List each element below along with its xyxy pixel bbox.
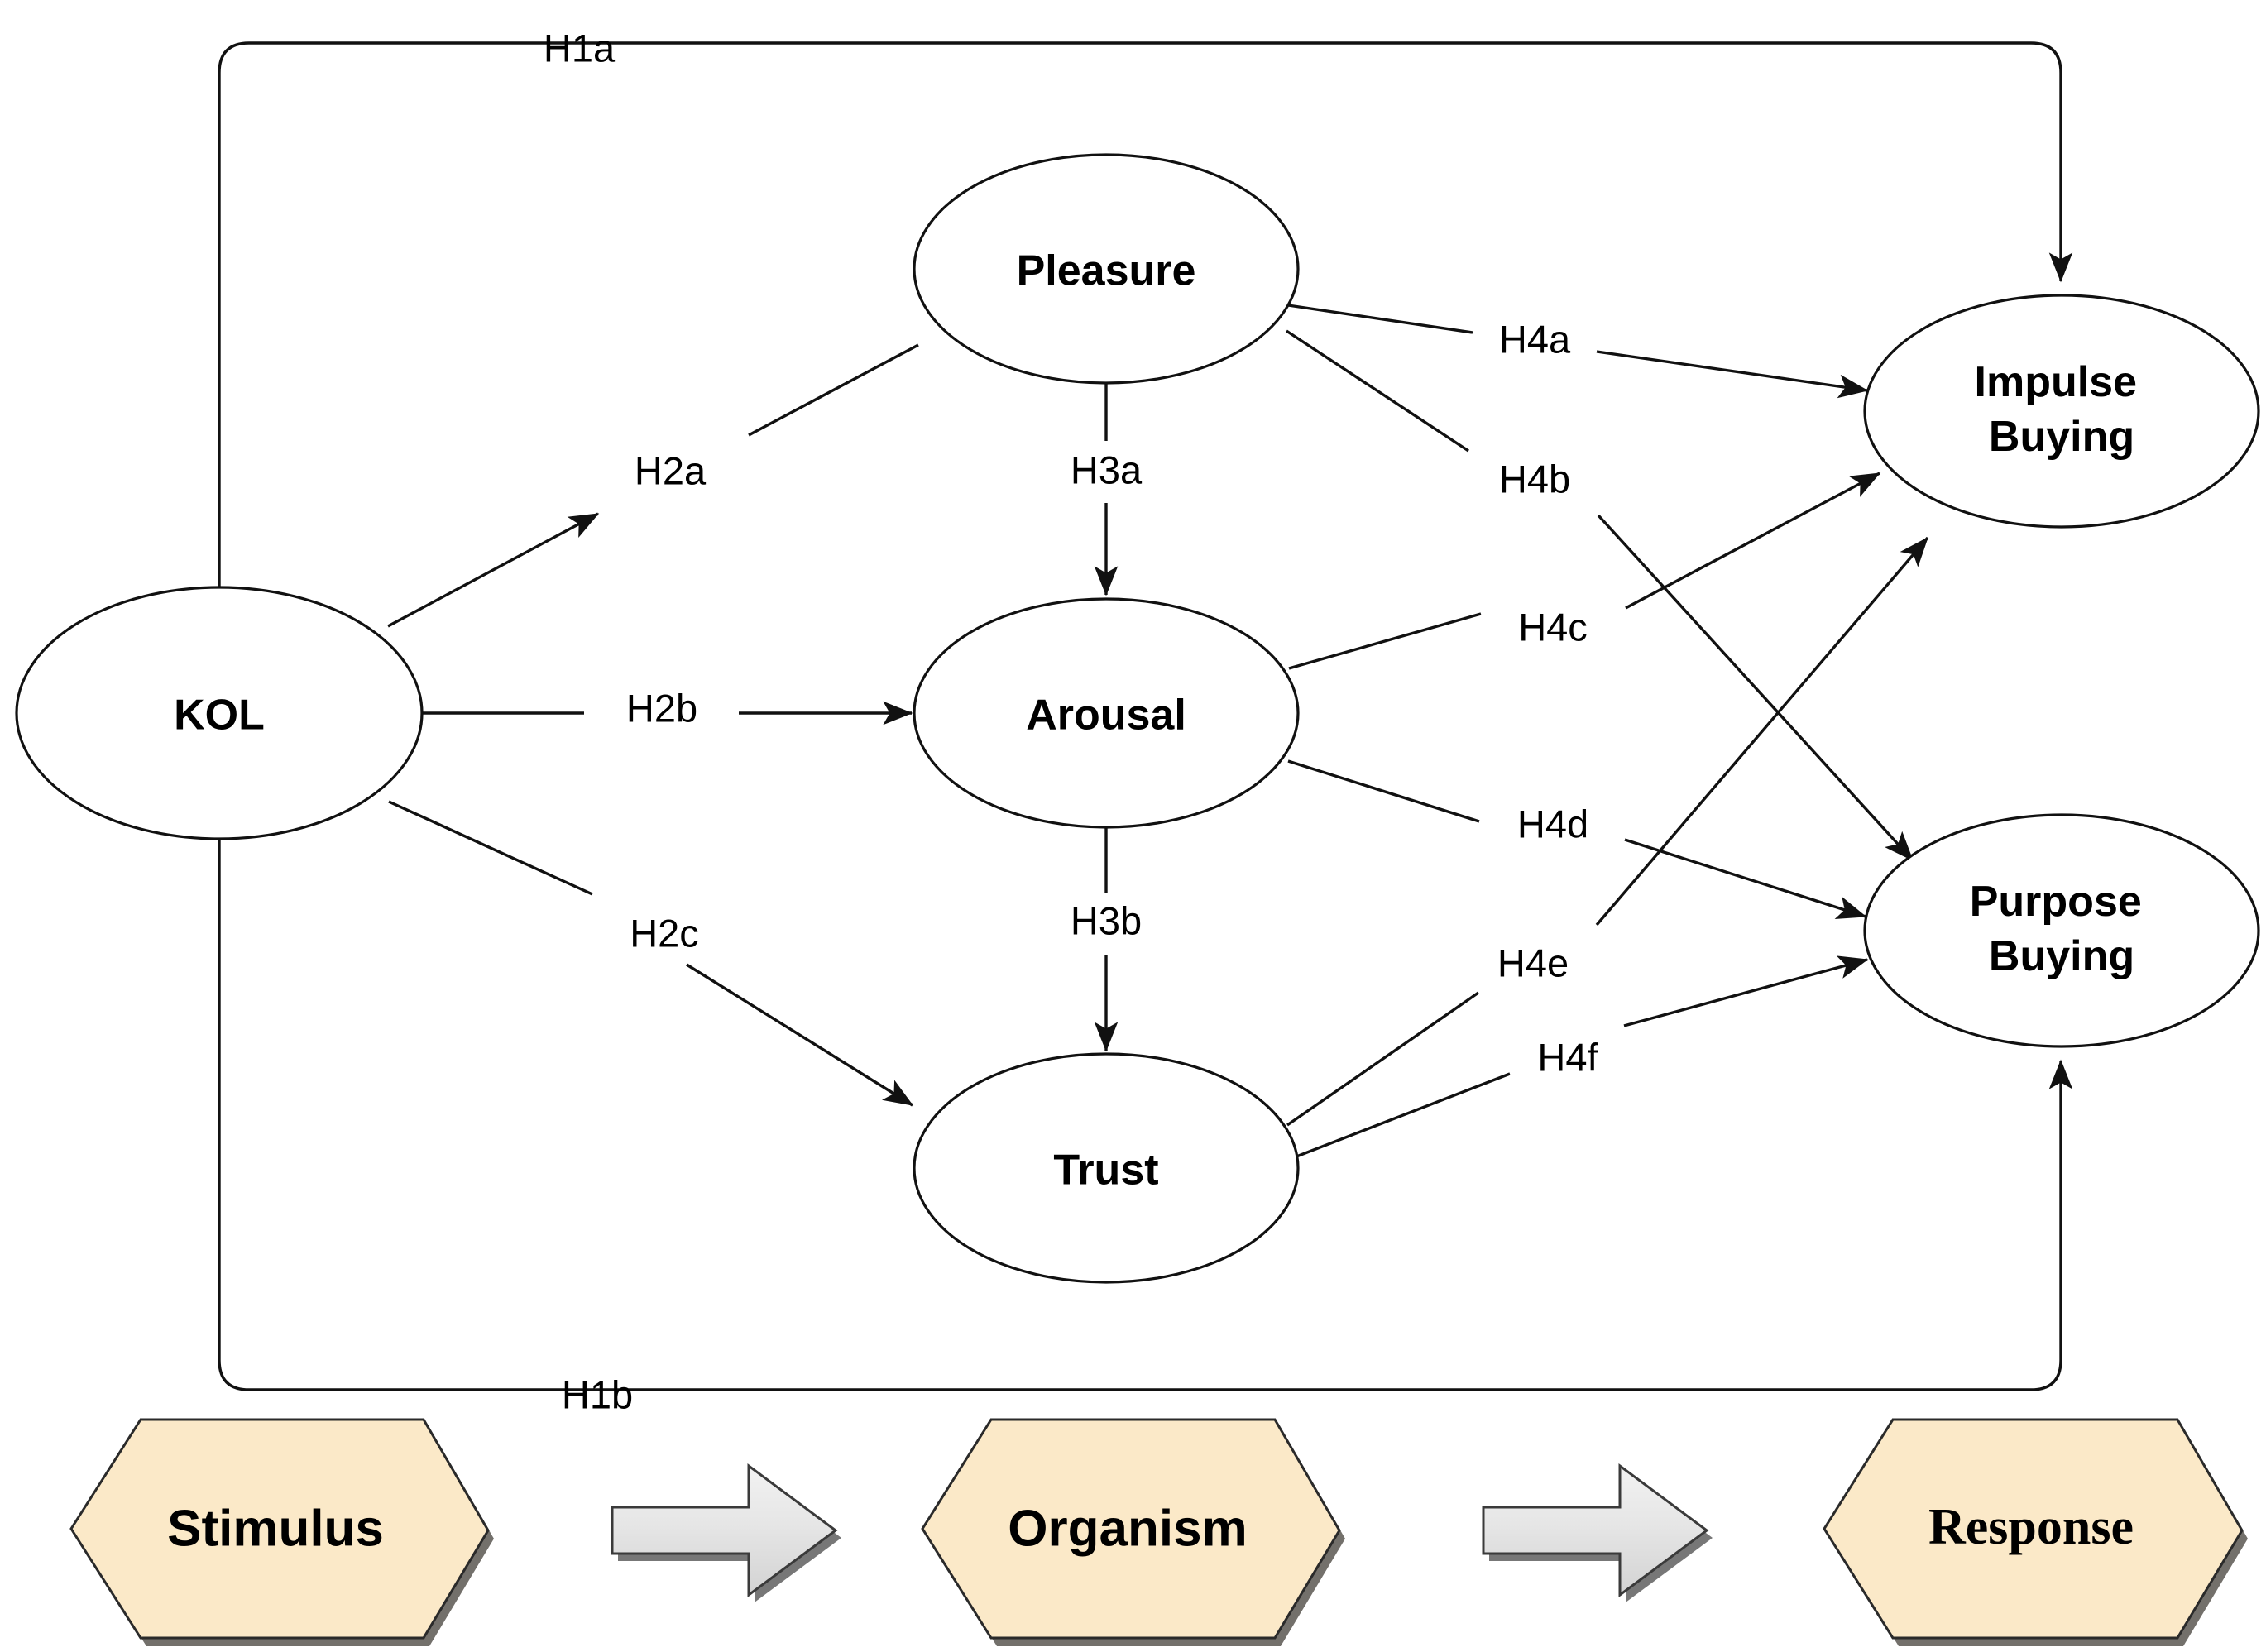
edge-h4a-head — [1596, 350, 1869, 399]
edge-h2a-tail — [748, 343, 919, 437]
banner-stage-stimulus[interactable]: Stimulus — [69, 1418, 494, 1646]
edge-h4e-head — [1595, 536, 1929, 927]
edges-layer — [218, 41, 2073, 1391]
node-trust-label: Trust — [1053, 1147, 1158, 1195]
node-kol-ellipse — [15, 586, 424, 840]
edge-h4c — [1288, 612, 1482, 670]
node-kol[interactable]: KOL — [15, 586, 424, 840]
edge-label-h2c: H2c — [630, 911, 699, 955]
banner-stage-response-label: Response — [1928, 1499, 2134, 1555]
edge-h2c — [388, 800, 593, 896]
node-pleasure-label: Pleasure — [1017, 247, 1196, 295]
node-arousal-ellipse — [913, 597, 1300, 829]
banner-stage-organism-shape — [921, 1418, 1341, 1640]
node-purpose-buying-ellipse — [1863, 813, 2260, 1048]
edge-labels-layer: H1a H1b H2a H2b H2c H3a H3b H4a H4b H4c … — [544, 26, 1599, 1416]
node-arousal[interactable]: Arousal — [913, 597, 1300, 829]
edge-h4d-head — [1624, 838, 1867, 920]
edge-label-h3a: H3a — [1071, 448, 1143, 491]
edge-h4a — [1287, 304, 1473, 334]
edge-h2a — [387, 512, 600, 628]
banner-stage-response-shape — [1823, 1418, 2244, 1640]
edge-h4c-head — [1625, 472, 1881, 610]
node-kol-label: KOL — [174, 692, 265, 740]
edge-label-h4b: H4b — [1499, 457, 1570, 500]
edge-h4f-head — [1623, 955, 1869, 1027]
edge-h1b — [218, 839, 2073, 1391]
banner-connector-1 — [611, 1463, 841, 1602]
node-impulse-buying[interactable]: Impulse Buying — [1863, 294, 2260, 529]
edge-label-h1a: H1a — [544, 26, 616, 69]
node-pleasure[interactable]: Pleasure — [913, 153, 1300, 385]
edge-label-h3b: H3b — [1071, 898, 1142, 942]
edge-label-h4c: H4c — [1518, 605, 1588, 649]
edge-label-h2b: H2b — [626, 686, 697, 730]
node-purpose-buying[interactable]: Purpose Buying — [1863, 813, 2260, 1048]
nodes-layer: KOL Pleasure Arousal Trust Impulse Buyin… — [15, 153, 2260, 1284]
edge-label-h4d: H4d — [1517, 802, 1588, 845]
edge-h1a — [218, 41, 2073, 587]
edge-h4b — [1286, 329, 1469, 453]
node-trust[interactable]: Trust — [913, 1052, 1300, 1284]
node-arousal-label: Arousal — [1026, 692, 1186, 740]
node-purpose-buying-label: Purpose Buying — [1970, 878, 2154, 980]
edge-h4b-head — [1597, 514, 1914, 862]
banner-connector-1-arrow-icon — [611, 1463, 838, 1597]
edge-label-h1b: H1b — [562, 1372, 633, 1416]
edge-h4d — [1287, 759, 1480, 823]
banner-connector-2 — [1482, 1463, 1713, 1602]
node-pleasure-ellipse — [913, 153, 1300, 385]
edge-h2c-head — [686, 963, 914, 1107]
node-trust-ellipse — [913, 1052, 1300, 1284]
banner-stage-response[interactable]: Response — [1823, 1418, 2248, 1646]
node-impulse-buying-ellipse — [1863, 294, 2260, 529]
banner-stage-stimulus-label: Stimulus — [167, 1500, 384, 1557]
sor-banner: Stimulus Organism Response — [69, 1418, 2248, 1646]
banner-stage-organism[interactable]: Organism — [921, 1418, 1345, 1646]
edge-h4e — [1286, 991, 1479, 1127]
edge-label-h4a: H4a — [1499, 317, 1571, 361]
banner-stage-stimulus-shape — [69, 1418, 490, 1640]
edge-label-h2a: H2a — [635, 448, 707, 492]
edge-label-h4f: H4f — [1537, 1035, 1598, 1079]
node-impulse-buying-label: Impulse Buying — [1975, 358, 2149, 461]
edge-label-h4e: H4e — [1497, 941, 1569, 984]
edge-h4f — [1291, 1072, 1511, 1160]
banner-stage-organism-label: Organism — [1008, 1500, 1247, 1557]
banner-connector-2-arrow-icon — [1482, 1463, 1709, 1597]
